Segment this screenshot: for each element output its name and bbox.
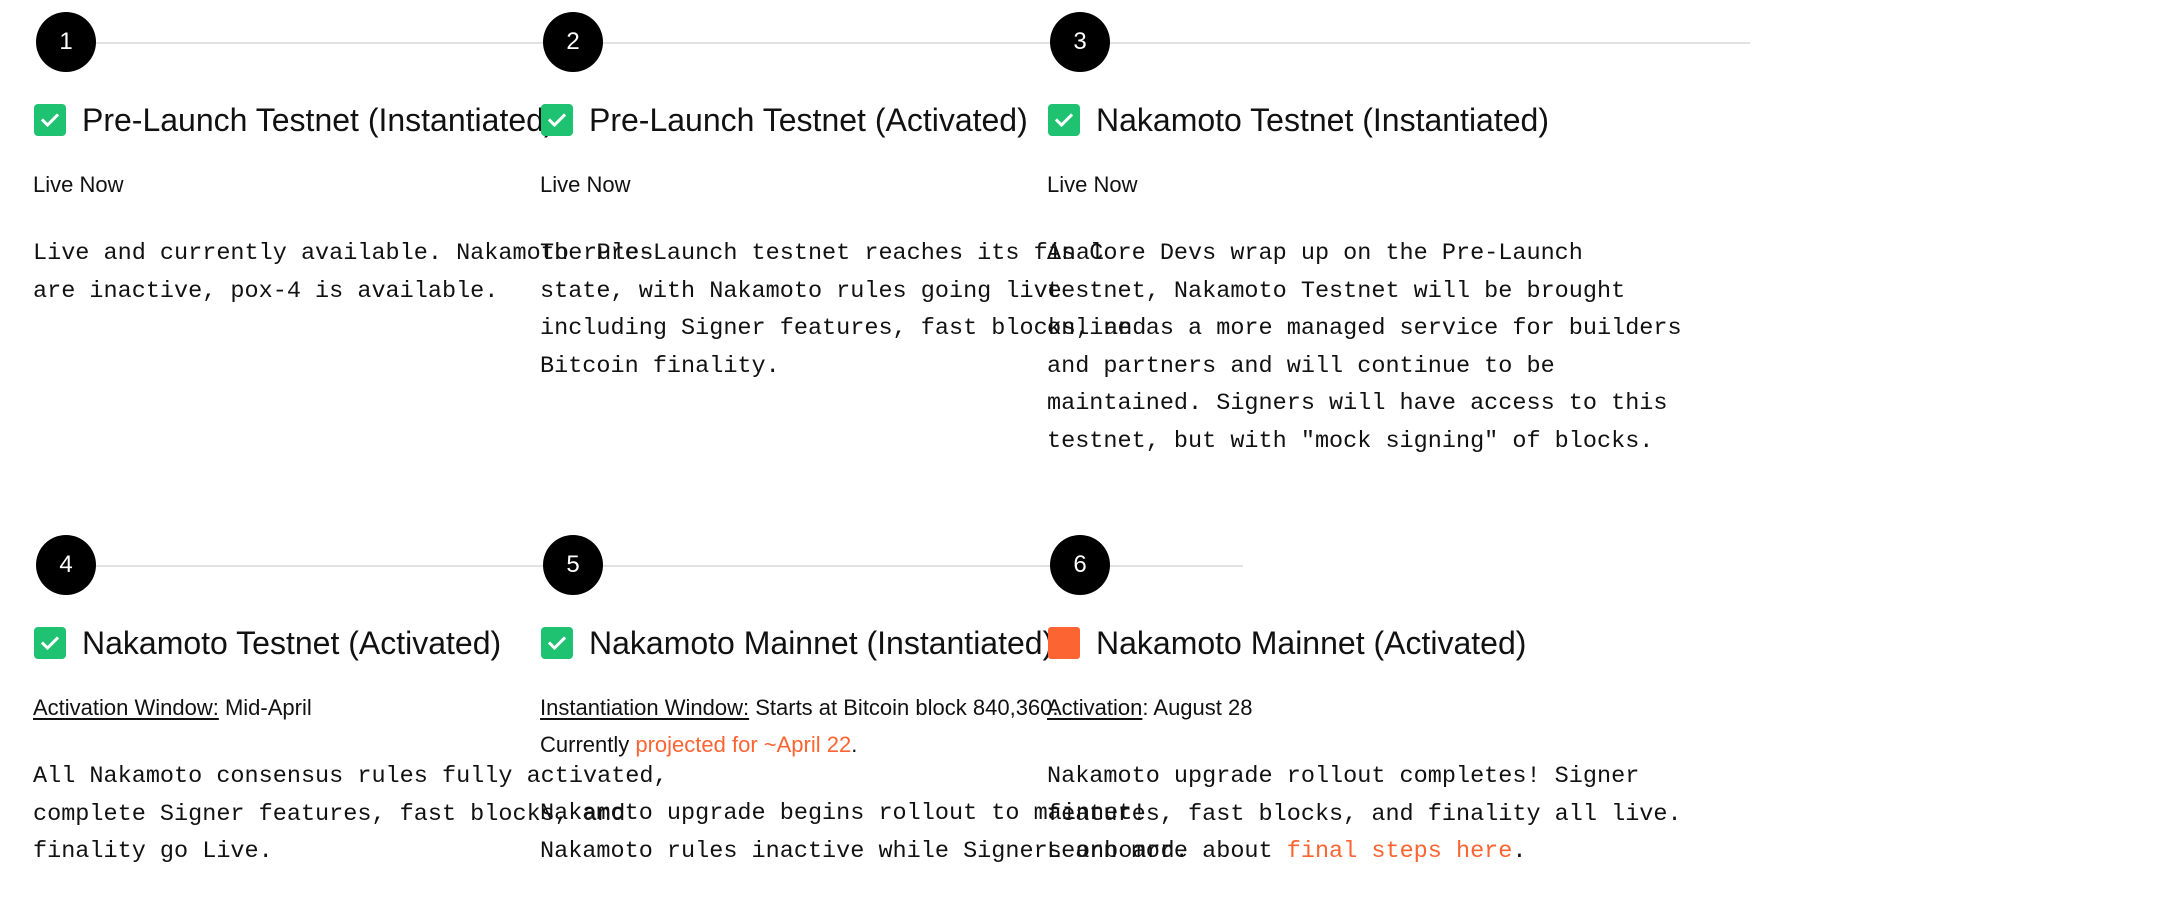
meta-value: Starts at Bitcoin block 840,360. (749, 695, 1059, 720)
step-header: 1 (33, 12, 736, 74)
final-steps-link[interactable]: final steps here (1286, 838, 1513, 865)
step-title: Nakamoto Mainnet (Activated) (1096, 624, 1527, 661)
step-number-badge: 6 (1050, 535, 1110, 595)
roadmap-step-6: 6 Nakamoto Mainnet (Activated) Activatio… (1047, 535, 1727, 871)
step-meta: Activation: August 28 (1047, 689, 1727, 726)
roadmap-step-1: 1 Pre-Launch Testnet (Instantiated) Live… (33, 12, 736, 310)
step-number-badge: 1 (36, 12, 96, 72)
meta-label: Activation (1047, 695, 1143, 720)
description-suffix: . (1512, 838, 1527, 865)
step-title: Nakamoto Mainnet (Instantiated) (589, 624, 1054, 661)
step-number-badge: 5 (543, 535, 603, 595)
timeline-divider (603, 565, 1243, 567)
meta-value: : August 28 (1142, 695, 1253, 720)
check-icon (1048, 104, 1080, 136)
check-icon (541, 104, 573, 136)
projected-date-link[interactable]: projected for ~April 22 (635, 732, 852, 757)
step-number-badge: 3 (1050, 12, 1110, 72)
meta-line2-prefix: Currently (540, 732, 636, 757)
step-description: The Pre-Launch testnet reaches its final… (540, 240, 1147, 380)
timeline-divider (96, 42, 736, 44)
meta-label: Activation Window: (33, 695, 219, 720)
roadmap-step-4: 4 Nakamoto Testnet (Activated) Activatio… (33, 535, 736, 871)
step-title: Nakamoto Testnet (Instantiated) (1096, 101, 1549, 138)
step-header: 6 (1047, 535, 1727, 597)
step-title: Pre-Launch Testnet (Activated) (589, 101, 1028, 138)
meta-value: Mid-April (218, 695, 312, 720)
step-title-row: Nakamoto Mainnet (Activated) (1047, 623, 1727, 663)
description-text: Nakamoto upgrade rollout completes! Sign… (1047, 763, 1682, 865)
step-description: All Nakamoto consensus rules fully activ… (33, 763, 668, 865)
check-icon (541, 627, 573, 659)
step-title-row: Pre-Launch Testnet (Instantiated) (33, 100, 713, 140)
roadmap-step-5: 5 Nakamoto Mainnet (Instantiated) Instan… (540, 535, 1243, 870)
step-header: 4 (33, 535, 736, 597)
timeline-divider (1110, 42, 1750, 44)
meta-label: Instantiation Window: (540, 695, 750, 720)
step-status: Live Now (540, 172, 631, 197)
step-title-row: Pre-Launch Testnet (Activated) (540, 100, 1220, 140)
pending-square-icon (1048, 627, 1080, 659)
step-header: 5 (540, 535, 1243, 597)
step-header: 3 (1047, 12, 1750, 74)
check-icon (34, 627, 66, 659)
step-description: As Core Devs wrap up on the Pre-Launch t… (1047, 240, 1682, 455)
step-description: Live and currently available. Nakamoto r… (33, 240, 654, 305)
step-number-badge: 4 (36, 535, 96, 595)
step-header: 2 (540, 12, 1243, 74)
roadmap-step-3: 3 Nakamoto Testnet (Instantiated) Live N… (1047, 12, 1750, 460)
step-title: Pre-Launch Testnet (Instantiated) (82, 101, 555, 138)
step-description: Nakamoto upgrade rollout completes! Sign… (1047, 758, 1727, 871)
timeline-divider (603, 42, 1243, 44)
step-status: Live Now (33, 172, 124, 197)
step-title: Nakamoto Testnet (Activated) (82, 624, 502, 661)
step-title-row: Nakamoto Mainnet (Instantiated) (540, 623, 1220, 663)
timeline-divider (96, 565, 736, 567)
step-number-badge: 2 (543, 12, 603, 72)
step-title-row: Nakamoto Testnet (Instantiated) (1047, 100, 1727, 140)
step-meta: Instantiation Window: Starts at Bitcoin … (540, 689, 1220, 763)
step-meta: Activation Window: Mid-April (33, 689, 713, 726)
step-status: Live Now (1047, 172, 1138, 197)
step-description: Nakamoto upgrade begins rollout to mainn… (540, 800, 1189, 865)
meta-line2-suffix: . (851, 732, 858, 757)
step-title-row: Nakamoto Testnet (Activated) (33, 623, 713, 663)
roadmap-step-2: 2 Pre-Launch Testnet (Activated) Live No… (540, 12, 1243, 385)
check-icon (34, 104, 66, 136)
